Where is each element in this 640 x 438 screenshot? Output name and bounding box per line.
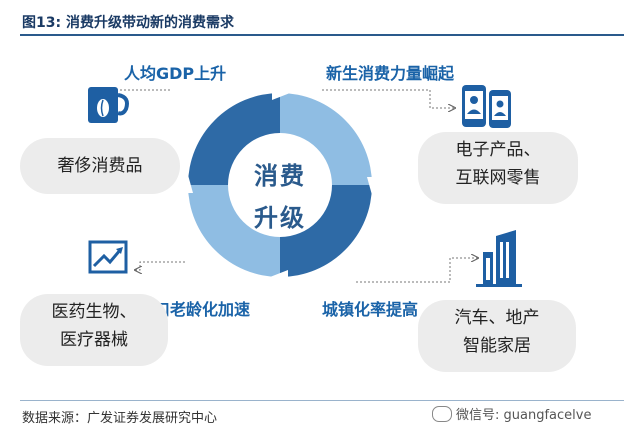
ring-segment-top-right <box>280 93 372 185</box>
category-electronics-line-1: 电子产品、 <box>455 140 541 160</box>
smartphones-icon <box>462 85 511 128</box>
buildings-icon <box>476 230 522 287</box>
category-medical-line-1: 医药生物、 <box>51 302 137 322</box>
wechat-icon <box>432 405 452 422</box>
category-luxury-goods: 奢侈消费品 <box>20 138 180 194</box>
upgrade-cycle-ring <box>181 88 379 282</box>
category-medical-line-2: 医疗器械 <box>60 330 128 350</box>
category-electronics-line-2: 互联网零售 <box>455 168 541 188</box>
category-medical: 医药生物、 医疗器械 <box>20 294 168 366</box>
line-chart-icon <box>88 240 128 274</box>
coffee-cup-icon <box>88 87 129 123</box>
data-source: 数据来源：广发证券发展研究中心 <box>22 411 218 426</box>
category-auto-line-2: 智能家居 <box>463 336 531 356</box>
category-luxury-label: 奢侈消费品 <box>57 156 143 176</box>
driver-urbanization: 城镇化率提高 <box>322 300 419 319</box>
center-label: 消费 升级 <box>238 155 322 239</box>
driver-new-consumers: 新生消费力量崛起 <box>326 64 455 83</box>
wechat-watermark: 微信号: guangfacelve <box>432 404 591 423</box>
figure-title: 图13: 消费升级带动新的消费需求 <box>22 15 234 31</box>
ring-segment-bottom-left <box>188 185 280 277</box>
title-divider <box>20 34 624 36</box>
driver-gdp-growth: 人均GDP上升 <box>124 64 227 83</box>
ring-segment-top-left <box>188 93 280 185</box>
category-auto-line-1: 汽车、地产 <box>454 308 540 328</box>
category-electronics-retail: 电子产品、 互联网零售 <box>418 132 578 204</box>
wechat-id: 微信号: guangfacelve <box>456 408 592 423</box>
ring-segment-bottom-right <box>280 185 372 277</box>
center-line-1: 消费 <box>254 162 306 190</box>
center-line-2: 升级 <box>254 204 306 232</box>
category-auto-property: 汽车、地产 智能家居 <box>418 300 576 372</box>
footer-divider <box>20 400 624 401</box>
